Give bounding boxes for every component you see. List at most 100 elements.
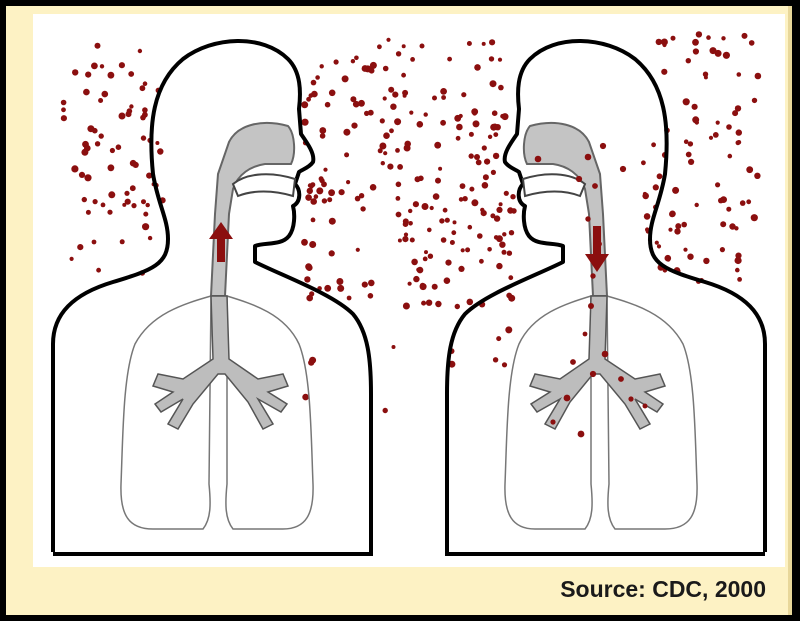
droplet-particle: [343, 129, 350, 136]
droplet-particle: [713, 132, 719, 138]
droplet-particle: [456, 124, 463, 131]
droplet-particle: [128, 71, 134, 77]
droplet-particle: [751, 214, 758, 221]
droplet-particle: [119, 62, 125, 68]
left-lung-left: [226, 296, 313, 529]
droplet-particle: [421, 301, 426, 306]
droplet-particle: [471, 199, 478, 206]
droplet-particle: [454, 115, 461, 122]
droplet-particle: [83, 89, 90, 96]
droplet-particle: [570, 359, 576, 365]
droplet-particle: [77, 244, 83, 250]
droplet-particle: [504, 191, 509, 196]
droplet-particle: [101, 203, 106, 208]
droplet-particle: [409, 111, 413, 115]
droplet-particle: [602, 351, 609, 358]
droplet-particle: [453, 220, 457, 224]
droplet-particle: [301, 239, 308, 246]
droplet-particle: [389, 128, 394, 133]
droplet-particle: [535, 156, 542, 163]
droplet-particle: [493, 132, 498, 137]
droplet-particle: [395, 148, 400, 153]
droplet-particle: [465, 247, 470, 252]
droplet-particle: [583, 332, 588, 337]
droplet-particle: [687, 254, 693, 260]
droplet-particle: [496, 263, 502, 269]
droplet-particle: [735, 105, 741, 111]
droplet-particle: [736, 129, 742, 135]
droplet-particle: [396, 182, 402, 188]
droplet-particle: [740, 200, 746, 206]
droplet-particle: [108, 164, 115, 171]
droplet-particle: [148, 236, 152, 240]
right-mouth-cavity: [523, 174, 585, 196]
droplet-particle: [641, 160, 646, 165]
droplet-particle: [461, 248, 465, 252]
droplet-particle: [306, 264, 313, 271]
droplet-particle: [322, 198, 327, 203]
droplet-particle: [508, 275, 513, 280]
droplet-particle: [143, 212, 148, 217]
droplet-particle: [402, 236, 408, 242]
droplet-particle: [70, 257, 74, 261]
droplet-particle: [693, 48, 699, 54]
source-caption: Source: CDC, 2000: [560, 576, 766, 603]
slide-frame: Source: CDC, 2000: [6, 6, 792, 615]
right-airway: [524, 123, 607, 296]
droplet-particle: [339, 189, 345, 195]
droplet-particle: [397, 164, 403, 170]
droplet-particle: [337, 285, 344, 292]
droplet-particle: [479, 259, 484, 264]
droplet-particle: [99, 133, 104, 138]
droplet-particle: [420, 283, 426, 289]
droplet-particle: [715, 182, 720, 187]
droplet-particle: [71, 165, 78, 172]
droplet-particle: [695, 203, 699, 207]
droplet-particle: [311, 80, 317, 86]
droplet-particle: [718, 198, 724, 204]
droplet-particle: [720, 247, 725, 252]
droplet-particle: [125, 199, 131, 205]
droplet-particle: [401, 73, 406, 78]
left-mouth-cavity: [233, 174, 295, 196]
droplet-particle: [390, 104, 396, 110]
droplet-particle: [155, 141, 159, 145]
droplet-particle: [402, 90, 408, 96]
droplet-particle: [644, 213, 651, 220]
droplet-particle: [596, 241, 602, 247]
droplet-particle: [402, 44, 406, 48]
droplet-particle: [404, 141, 411, 148]
droplet-particle: [735, 257, 742, 264]
droplet-particle: [413, 201, 419, 207]
droplet-particle: [370, 62, 377, 69]
droplet-particle: [142, 107, 148, 113]
droplet-particle: [133, 162, 139, 168]
droplet-particle: [481, 210, 487, 216]
droplet-particle: [716, 121, 720, 125]
droplet-particle: [576, 176, 582, 182]
droplet-particle: [498, 58, 502, 62]
droplet-particle: [392, 345, 396, 349]
droplet-particle: [491, 170, 496, 175]
droplet-particle: [383, 408, 388, 413]
droplet-particle: [487, 247, 492, 252]
droplet-particle: [320, 133, 326, 139]
droplet-particle: [445, 218, 450, 223]
droplet-particle: [742, 33, 748, 39]
droplet-particle: [683, 248, 687, 252]
droplet-particle: [368, 110, 374, 116]
droplet-particle: [142, 223, 149, 230]
droplet-particle: [440, 88, 447, 95]
droplet-particle: [327, 197, 332, 202]
droplet-particle: [462, 196, 467, 201]
droplet-particle: [723, 52, 730, 59]
droplet-particle: [666, 257, 671, 262]
droplet-particle: [653, 184, 659, 190]
droplet-particle: [92, 240, 97, 245]
droplet-particle: [643, 404, 648, 409]
droplet-particle: [328, 189, 335, 196]
droplet-particle: [489, 39, 495, 45]
droplet-particle: [696, 31, 702, 37]
droplet-particle: [737, 277, 742, 282]
droplet-particle: [469, 153, 474, 158]
